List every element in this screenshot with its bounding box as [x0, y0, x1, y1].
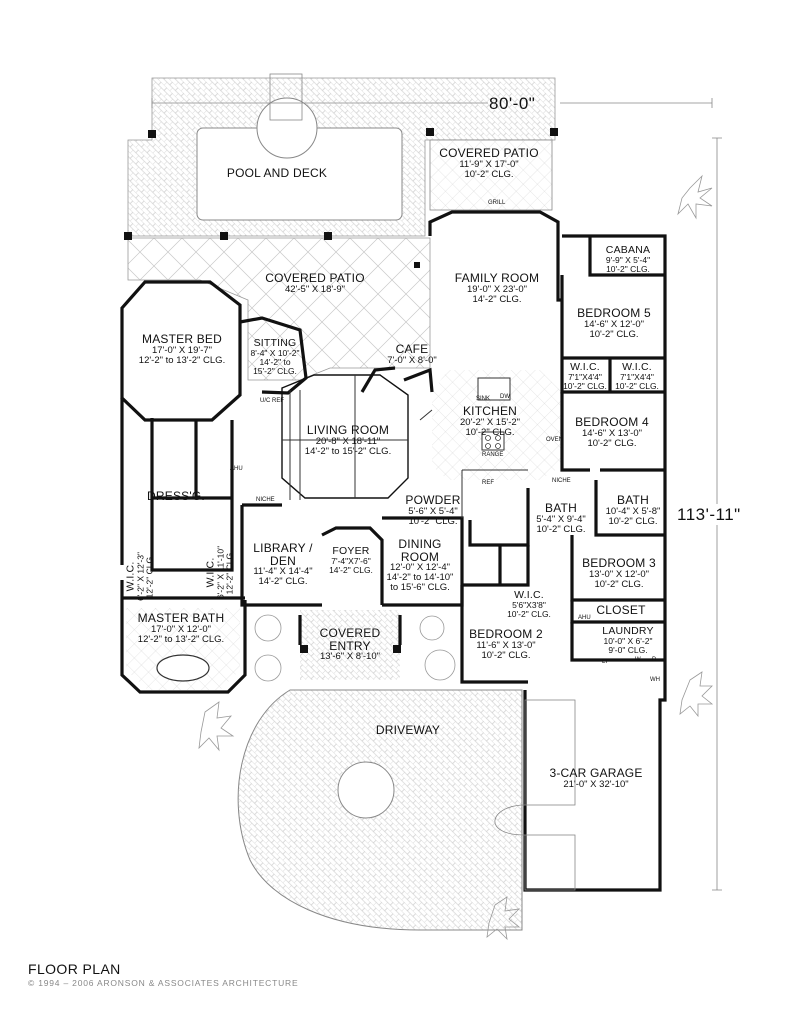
room-bedroom-4: BEDROOM 4 14'-6" X 13'-0" 10'-2" CLG. [575, 415, 649, 449]
fixture-lt: LT [602, 659, 609, 665]
kitchen-floor [432, 370, 562, 480]
covered-patio-top-paving [429, 139, 553, 211]
overall-width-label: 80'-0" [489, 94, 536, 113]
fixture-washer: W [635, 657, 641, 663]
room-covered-patio-top: COVERED PATIO 11'-9" X 17'-0" 10'-2" CLG… [439, 146, 539, 180]
fixture-ref: REF [482, 480, 494, 486]
room-name: POOL AND DECK [226, 166, 328, 180]
room-driveway: DRIVEWAY [375, 723, 441, 737]
fixture-niche-bath: NICHE [552, 478, 571, 484]
columns [124, 128, 558, 653]
room-wic-bedroom5-a: W.I.C. 7'1"X4'4" 10'-2" CLG. [563, 361, 607, 391]
room-cafe: CAFE 7'-0" X 8'-0" [387, 342, 437, 366]
room-bath-right: BATH 10'-4" X 5'-8" 10'-2" CLG. [605, 493, 661, 527]
fixture-niche: NICHE [256, 497, 275, 503]
room-dressing: DRESS'G. [147, 489, 205, 503]
room-wic-bedroom5-b: W.I.C. 7'1"X4'4" 10'-2" CLG. [615, 361, 659, 391]
room-family: FAMILY ROOM 19'-0" X 23'-0" 14'-2" CLG. [454, 271, 540, 305]
covered-entry-paving [300, 610, 400, 680]
room-wic-left: W.I.C. 6'-2" X 12'-3" 12'-2" CLG. [124, 551, 155, 601]
dimension-lines [151, 98, 722, 891]
room-laundry: LAUNDRY 10'-0" X 6'-2" 9'-0" CLG. [602, 625, 654, 655]
room-master-bed: MASTER BED 17'-0" X 19'-7" 12'-2" to 13'… [138, 332, 226, 366]
walls [120, 210, 667, 892]
room-closet: CLOSET [596, 603, 646, 617]
overall-depth-label: 113'-11" [677, 505, 741, 524]
pergola [269, 73, 303, 121]
room-pool: POOL AND DECK [227, 167, 327, 180]
room-powder: POWDER 5'-6" X 5'-4" 10'-2" CLG. [405, 493, 461, 527]
drawing-title: FLOOR PLAN [28, 961, 121, 977]
room-garage: 3-CAR GARAGE 21'-0" X 32'-10" [549, 766, 643, 790]
kitchen-cooktop [481, 431, 505, 451]
room-covered-entry: COVERED ENTRY 13'-6" X 8'-10" [319, 626, 381, 663]
fixture-oven: OVEN [546, 437, 564, 443]
interior-lines [282, 375, 528, 518]
room-kitchen: KITCHEN 20'-2" X 15'-2" 10'-2" CLG. [459, 404, 521, 438]
fixture-dryer: D [652, 657, 657, 663]
room-wic-right: W.I.C. 6'-2" X 11'-10" 12'-2" CLG. [204, 545, 235, 599]
fixture-wh: WH [650, 677, 660, 683]
room-living: LIVING ROOM 20'-8" X 18'-11" 14'-2" to 1… [304, 423, 392, 457]
room-wic-bedroom2: W.I.C. 5'6"X3'8" 10'-2" CLG. [507, 589, 551, 619]
room-foyer: FOYER 7'-4"X7'-6" 14'-2" CLG. [329, 545, 373, 575]
bathtub [156, 654, 210, 682]
fixture-grill: GRILL [488, 200, 506, 206]
fixture-uc-ref: U/C REF [260, 398, 284, 404]
room-bedroom-3: BEDROOM 3 13'-0" X 12'-0" 10'-2" CLG. [582, 556, 656, 590]
spa-outline [256, 97, 318, 159]
room-bedroom-5: BEDROOM 5 14'-6" X 12'-0" 10'-2" CLG. [577, 306, 651, 340]
fixture-range: RANGE [482, 452, 504, 458]
garage-door-lines [524, 699, 576, 806]
room-library: LIBRARY / DEN 11'-4" X 14'-4" 14'-2" CLG… [253, 541, 313, 588]
driveway-island [337, 761, 395, 819]
fixture-sink: SINK [476, 396, 491, 402]
landscape-plants [198, 174, 714, 941]
fixture-dw: DW [500, 394, 510, 400]
room-bedroom-2: BEDROOM 2 11'-6" X 13'-0" 10'-2" CLG. [469, 627, 543, 661]
room-covered-patio: COVERED PATIO 42'-5" X 18'-9" [265, 271, 365, 295]
room-bath-middle: BATH 5'-4" X 9'-4" 10'-2" CLG. [536, 501, 586, 535]
room-master-bath: MASTER BATH 17'-0" X 12'-0" 12'-2" to 13… [137, 611, 225, 645]
room-dining: DINING ROOM 12'-0" X 12'-4" 14'-2" to 14… [386, 537, 454, 594]
room-cabana: CABANA 9'-9" X 5'-4" 10'-2" CLG. [605, 244, 651, 274]
kitchen-island [477, 377, 511, 401]
room-sitting: SITTING 8'-4" X 10'-2" 14'-2" to 15'-2" … [250, 337, 300, 376]
copyright-notice: © 1994 – 2006 ARONSON & ASSOCIATES ARCHI… [28, 978, 299, 988]
master-bath-floor [126, 608, 240, 690]
fixture-ahu-master: AHU [230, 466, 243, 472]
fixture-ahu: AHU [578, 615, 591, 621]
